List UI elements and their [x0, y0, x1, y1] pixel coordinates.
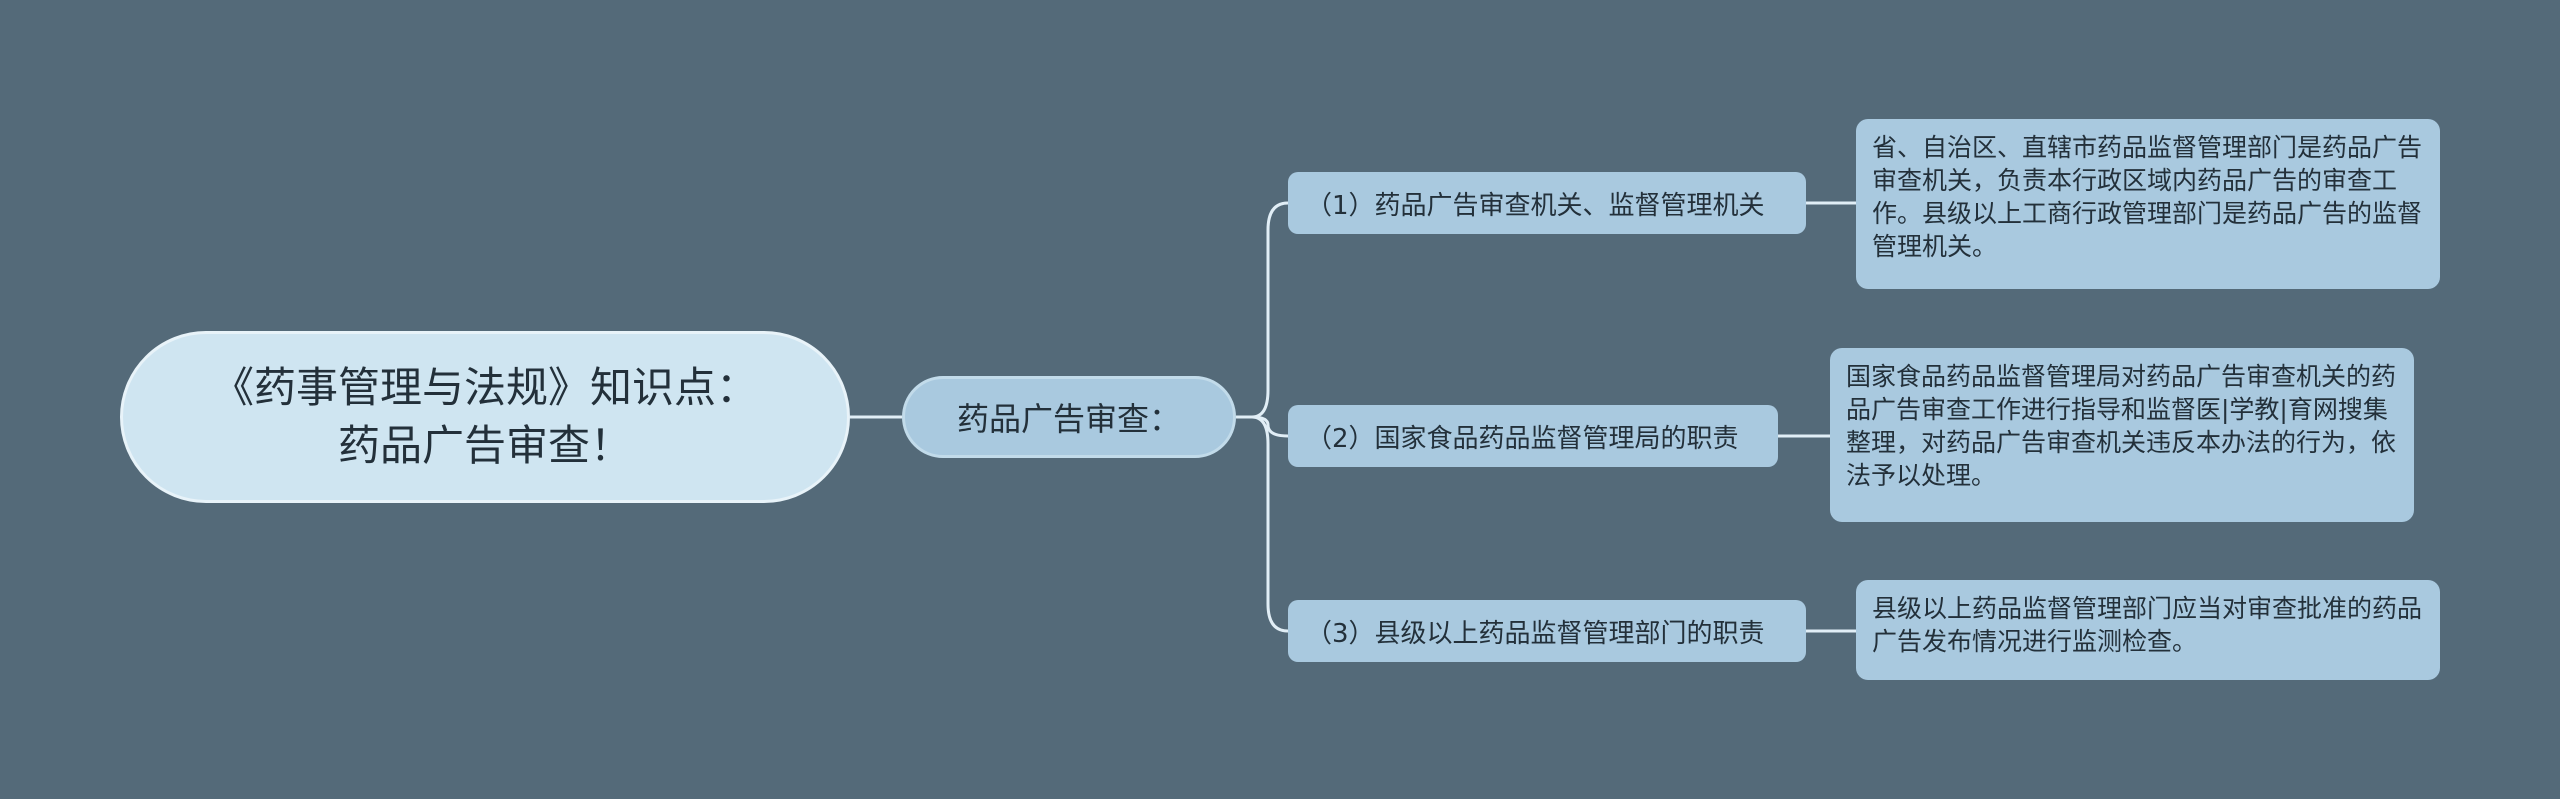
branch-label: （1）药品广告审查机关、监督管理机关: [1306, 190, 1765, 221]
detail-text: 省、自治区、直辖市药品监督管理部门是药品广告审查机关，负责本行政区域内药品广告的…: [1872, 133, 2423, 261]
branch-label: （3）县级以上药品监督管理部门的职责: [1306, 618, 1765, 649]
branch-label: （2）国家食品药品监督管理局的职责: [1306, 423, 1739, 454]
root-topic-text: 《药事管理与法规》知识点：药品广告审查！: [211, 363, 758, 470]
detail-text: 县级以上药品监督管理部门应当对审查批准的药品广告发布情况进行监测检查。: [1872, 594, 2423, 656]
detail-national-admin-duties[interactable]: 国家食品药品监督管理局对药品广告审查机关的药品广告审查工作进行指导和监督医|学教…: [1830, 348, 2414, 522]
branch-review-authority[interactable]: （1）药品广告审查机关、监督管理机关: [1288, 172, 1806, 234]
branch-county-dept-duties[interactable]: （3）县级以上药品监督管理部门的职责: [1288, 600, 1806, 662]
detail-county-dept-duties[interactable]: 县级以上药品监督管理部门应当对审查批准的药品广告发布情况进行监测检查。: [1856, 580, 2440, 680]
detail-text: 国家食品药品监督管理局对药品广告审查机关的药品广告审查工作进行指导和监督医|学教…: [1846, 362, 2397, 490]
connector-main-to-branch-3: [1251, 415, 1289, 633]
connector-main-to-branch-2: [1251, 415, 1289, 438]
branch-national-admin-duties[interactable]: （2）国家食品药品监督管理局的职责: [1288, 405, 1778, 467]
main-topic[interactable]: 药品广告审查：: [902, 376, 1236, 458]
connector-main-to-branch-1: [1236, 201, 1289, 419]
detail-review-authority[interactable]: 省、自治区、直辖市药品监督管理部门是药品广告审查机关，负责本行政区域内药品广告的…: [1856, 119, 2440, 289]
main-topic-text: 药品广告审查：: [956, 400, 1181, 438]
root-topic[interactable]: 《药事管理与法规》知识点：药品广告审查！: [120, 331, 850, 503]
